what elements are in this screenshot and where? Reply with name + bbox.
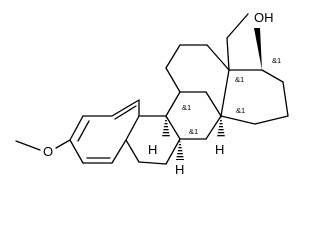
c8-hydrogen-label: H <box>175 162 184 177</box>
c8-h-hashed-bond <box>176 139 184 160</box>
stereo-label-c17: &1 <box>272 56 281 65</box>
ring-c <box>165 44 230 140</box>
ethyl-group <box>226 13 249 71</box>
hydroxyl-label: OH <box>254 10 274 25</box>
ring-d <box>220 69 289 125</box>
c17-oh-wedge-bond <box>254 28 262 70</box>
c14-hydrogen-label: H <box>215 142 224 157</box>
c9-h-hashed-bond <box>162 116 170 137</box>
steroid-structure-diagram: OH O H H H &1 &1 &1 &1 &1 <box>15 10 289 177</box>
c14-h-hashed-bond <box>217 116 225 137</box>
stereo-label-c14: &1 <box>236 106 245 115</box>
ring-a-aromatic <box>69 99 140 164</box>
c9-hydrogen-label: H <box>148 142 157 157</box>
stereo-label-c8: &1 <box>189 127 198 136</box>
ring-b <box>125 99 181 165</box>
stereo-label-c9: &1 <box>182 103 191 112</box>
stereo-label-c13: &1 <box>235 75 244 84</box>
methoxy-group <box>15 139 71 151</box>
methoxy-oxygen-label: O <box>43 144 53 159</box>
